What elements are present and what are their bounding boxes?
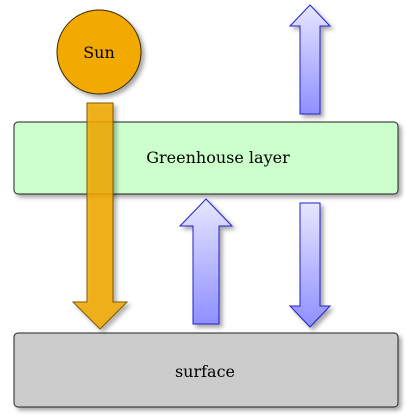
back-radiation-arrow xyxy=(288,202,332,328)
escape-to-space-arrow xyxy=(288,4,332,115)
sun-label: Sun xyxy=(83,43,115,62)
surface-box xyxy=(13,332,399,408)
surface-emission-arrow xyxy=(178,198,234,325)
solar-radiation-arrow xyxy=(71,102,129,330)
surface-label: surface xyxy=(175,362,235,381)
greenhouse-layer-label: Greenhouse layer xyxy=(146,148,290,167)
sun-circle xyxy=(56,9,142,95)
